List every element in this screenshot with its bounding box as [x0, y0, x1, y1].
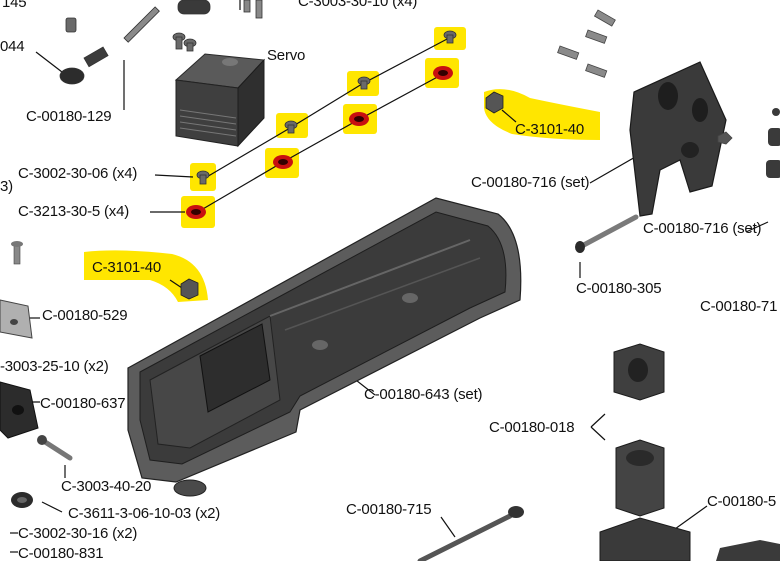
pin-305 — [575, 214, 639, 253]
label-c3002-30-06: C-3002-30-06 (x4) — [18, 165, 138, 182]
label-c00180-715: C-00180-715 — [346, 501, 432, 518]
label-c3003-25-10: -3003-25-10 (x2) — [0, 358, 109, 375]
nut-left — [180, 278, 199, 300]
screw-3 — [357, 76, 371, 90]
right-edge-parts — [766, 108, 780, 178]
label-c3101-40-right: C-3101-40 — [515, 121, 585, 138]
label-c00180-716-b: C-00180-716 (set) — [643, 220, 762, 237]
label-servo: Servo — [267, 47, 306, 64]
label-c00180-5: C-00180-5 — [707, 493, 777, 510]
driveshaft-715 — [417, 506, 524, 561]
screw-4 — [443, 30, 457, 44]
washer-1 — [186, 205, 206, 219]
label-c3611: C-3611-3-06-10-03 (x2) — [68, 505, 221, 522]
label-044: 044 — [0, 38, 25, 55]
servo — [174, 53, 266, 148]
bottom-right-box — [599, 517, 780, 561]
washer-4 — [433, 66, 453, 80]
label-c3213-30-5: C-3213-30-5 (x4) — [18, 203, 130, 220]
label-c00180-643: C-00180-643 (set) — [364, 386, 483, 403]
top-right-screws — [557, 9, 733, 145]
nut-right — [485, 91, 504, 114]
label-c00180-018: C-00180-018 — [489, 419, 575, 436]
nuts — [180, 91, 504, 300]
label-c00180-71: C-00180-71 — [700, 298, 778, 315]
label-paren-3: 3) — [0, 178, 13, 195]
plate-529 — [0, 299, 33, 339]
chassis-tray — [127, 197, 522, 497]
screw-1 — [196, 170, 210, 185]
label-c00180-716-a: C-00180-716 (set) — [471, 174, 590, 191]
washer-3 — [349, 112, 369, 126]
label-c00180-129: C-00180-129 — [26, 108, 112, 125]
highlight-nut-right — [484, 89, 600, 140]
bracket-716 — [629, 61, 727, 217]
leader-lines — [10, 0, 769, 553]
screw-2 — [284, 120, 298, 134]
label-c00180-831: C-00180-831 — [18, 545, 104, 562]
label-c3003-40-20: C-3003-40-20 — [61, 478, 152, 495]
label-c00180-637: C-00180-637 — [40, 395, 126, 413]
top-left-hardware — [59, 0, 263, 85]
label-c3101-40-left: C-3101-40 — [92, 259, 162, 276]
label-c00180-305: C-00180-305 — [576, 280, 662, 297]
label-c3002-30-16: C-3002-30-16 (x2) — [18, 525, 138, 542]
washer-2 — [273, 155, 293, 169]
screws — [196, 30, 457, 185]
label-c3003-30-10: C-3003-30-10 (x4) — [298, 0, 418, 10]
highlight-nut-left — [84, 250, 208, 302]
label-145: 145 — [2, 0, 27, 11]
mount-018 — [613, 343, 665, 517]
washers — [186, 66, 453, 219]
label-c00180-529: C-00180-529 — [42, 307, 128, 324]
left-small-parts — [0, 241, 73, 508]
